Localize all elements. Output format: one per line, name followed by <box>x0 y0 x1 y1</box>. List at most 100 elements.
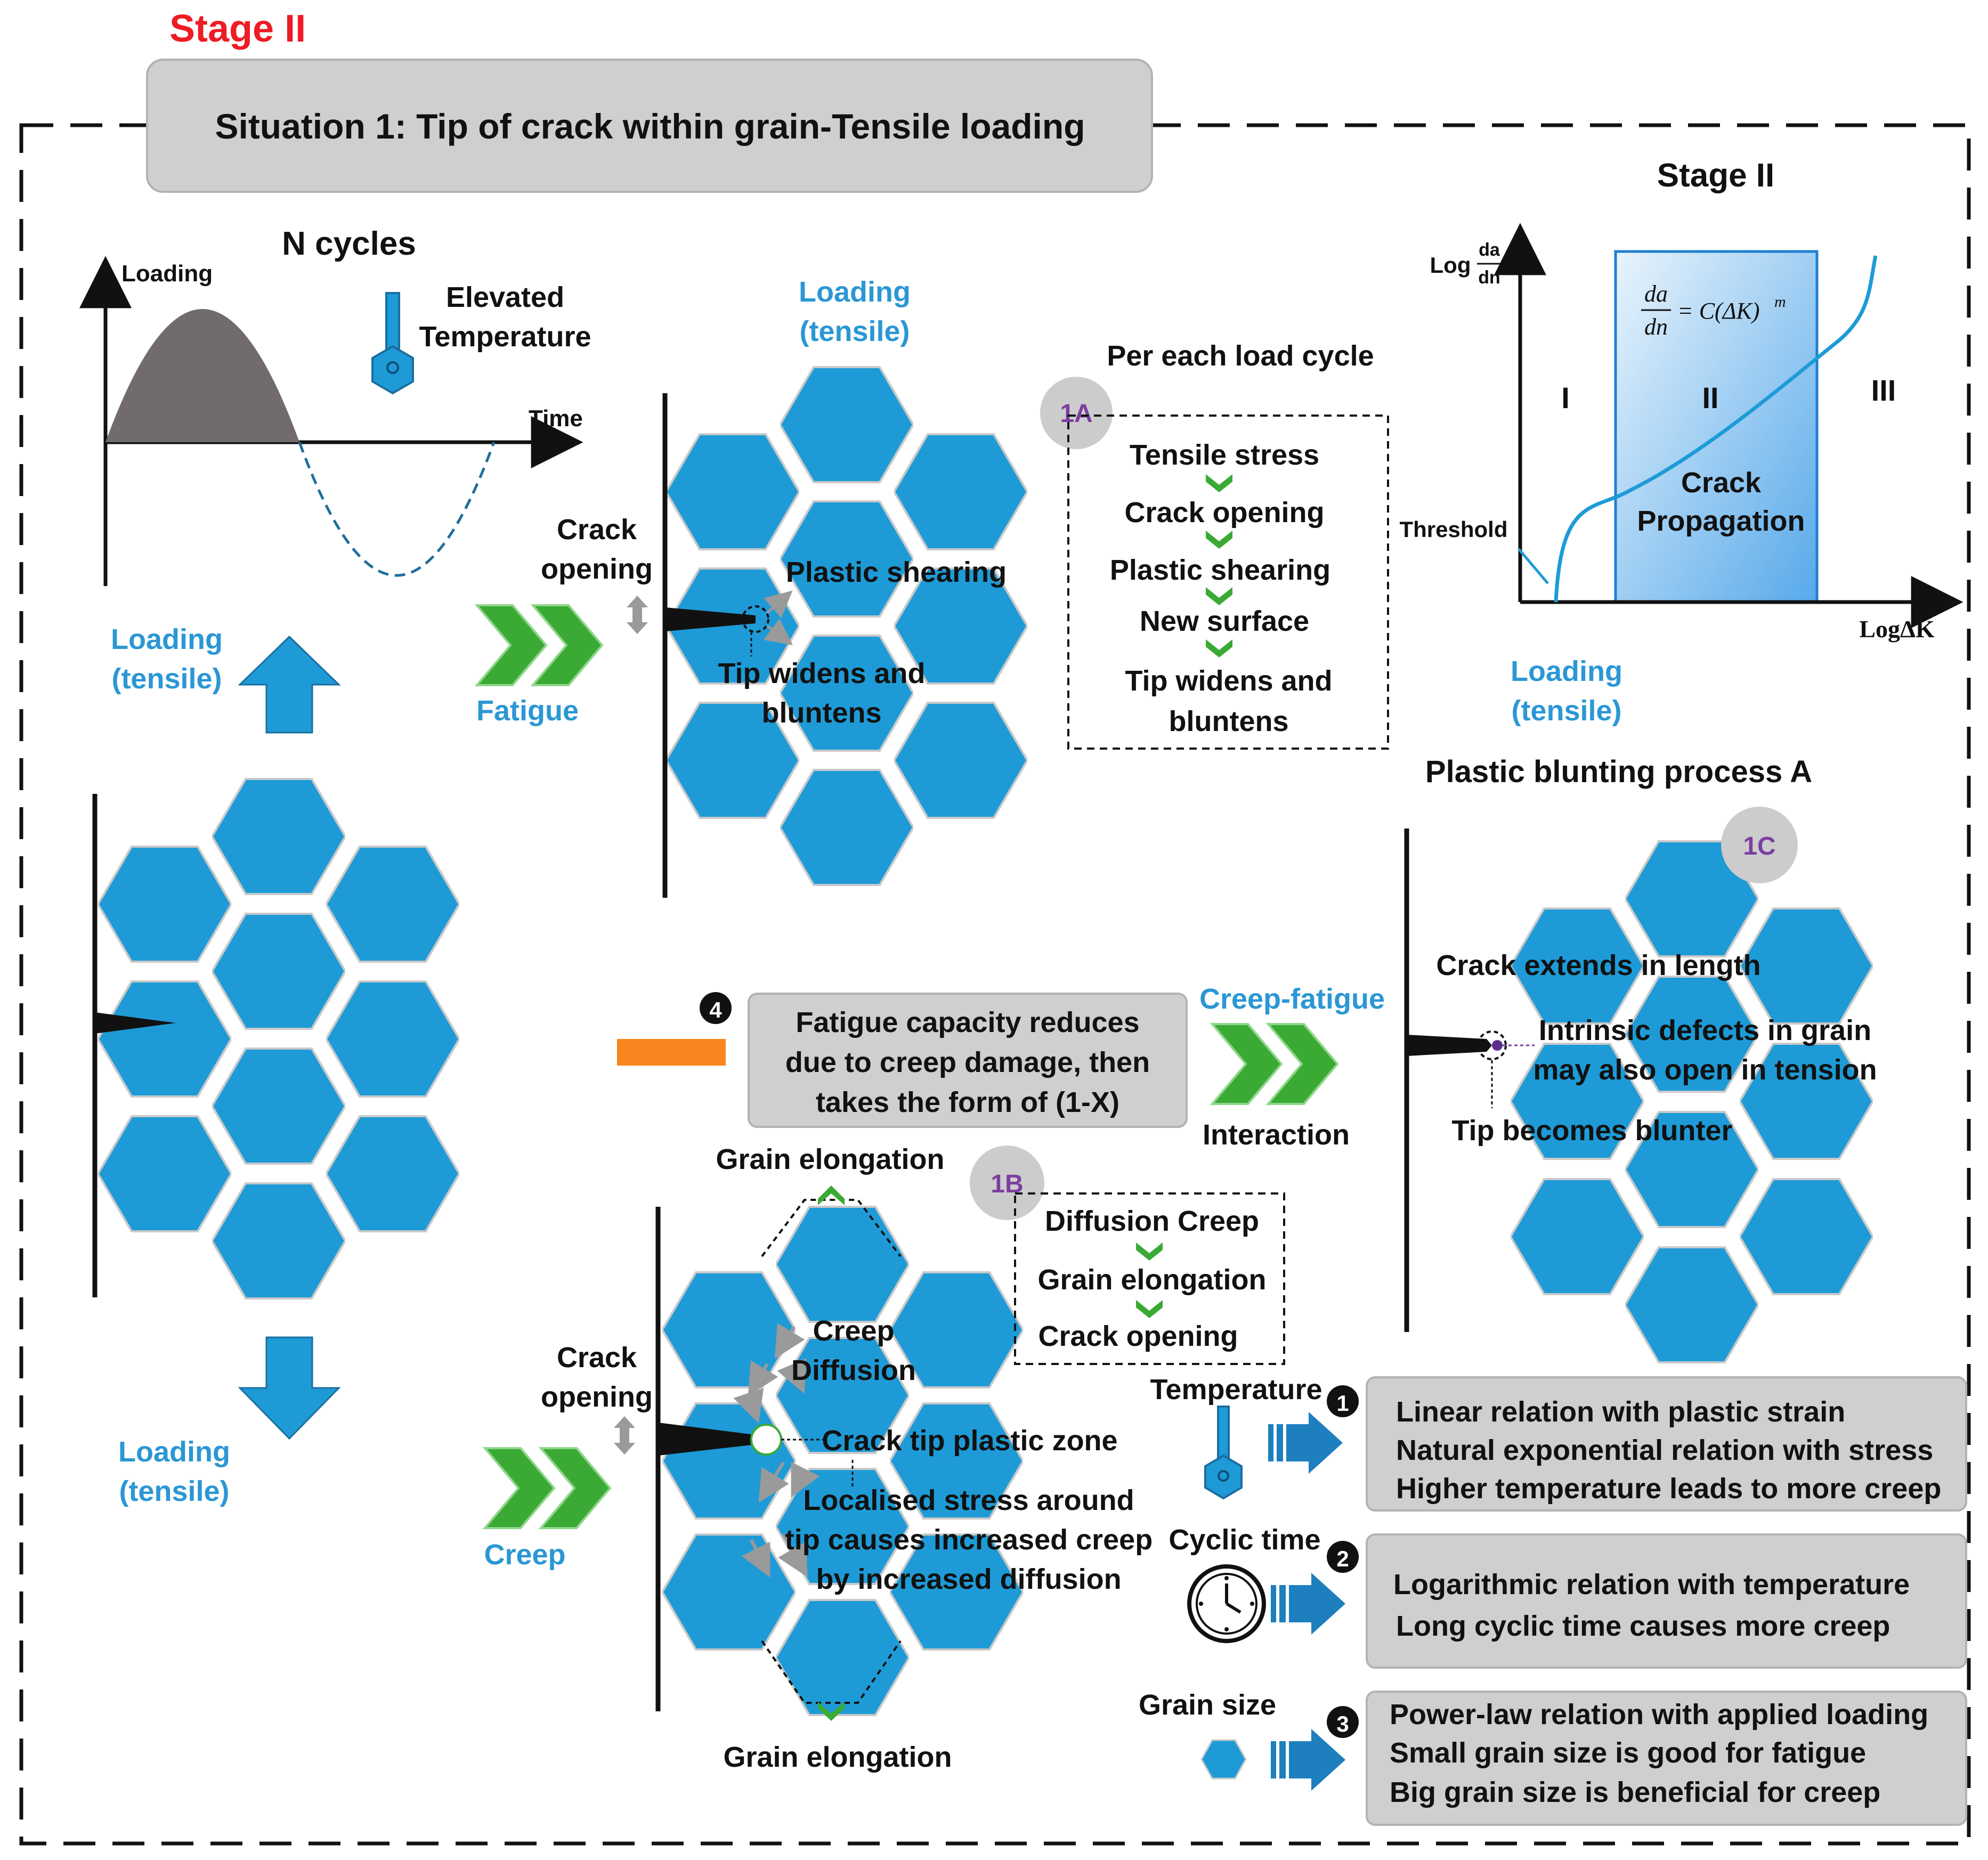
factor-badge-2 <box>1327 1541 1359 1573</box>
badge-4 <box>700 992 732 1024</box>
chart-ylabel-den: dn <box>1478 267 1500 288</box>
factor-grain-size-box <box>1366 1691 1967 1826</box>
situation-title-box <box>146 59 1153 193</box>
factor-grain-size-line: Big grain size is beneficial for creep <box>1390 1776 1880 1808</box>
interaction-box <box>748 993 1188 1128</box>
per-cycle-title: Per each load cycle <box>1107 340 1374 372</box>
creep-step: Grain elongation <box>1037 1264 1266 1296</box>
chart-ylabel-num: da <box>1479 240 1500 260</box>
crack-opening-top-2: opening <box>541 553 653 585</box>
arrow-down-icon <box>238 1336 341 1440</box>
factor-badge-1-label: 1 <box>1336 1391 1349 1416</box>
localised-stress-2: tip causes increased creep <box>785 1524 1153 1556</box>
threshold-label: Threshold <box>1399 517 1507 542</box>
tip-blunter-label: Tip becomes blunter <box>1451 1115 1732 1147</box>
interaction-chevron-icon <box>1210 1023 1339 1105</box>
badge-1c <box>1721 807 1798 883</box>
creep-fatigue-label: Creep-fatigue <box>1199 983 1385 1015</box>
loading-down-sub-label: (tensile) <box>119 1475 229 1507</box>
badge-1a-label: 1A <box>1060 400 1092 428</box>
factor-badge-3-label: 3 <box>1336 1711 1349 1736</box>
creep-label: Creep <box>484 1539 565 1571</box>
fatigue-chevron-icon <box>474 604 604 686</box>
chart-xlabel: LogΔK <box>1859 615 1935 643</box>
fatigue-step: Plastic shearing <box>1110 554 1330 586</box>
tip-bluntens-label: bluntens <box>762 697 882 729</box>
defects-open-label: may also open in tension <box>1533 1054 1877 1086</box>
interaction-text-1: Fatigue capacity reduces <box>796 1006 1139 1038</box>
formula-den: dn <box>1644 314 1668 340</box>
minus-sign-icon <box>617 1039 726 1066</box>
factor-grain-size-label: Grain size <box>1139 1689 1276 1721</box>
fatigue-loading-label: Loading <box>799 276 911 308</box>
blunting-title: Plastic blunting process A <box>1425 754 1812 789</box>
creep-crack <box>658 1423 751 1456</box>
shear-arrow-icon <box>764 590 793 619</box>
interaction-text-2: due to creep damage, then <box>785 1046 1150 1078</box>
plastic-shearing-label: Plastic shearing <box>786 556 1007 588</box>
creep-chevron-icon <box>482 1447 612 1529</box>
crack-growth-chart <box>1494 223 1963 628</box>
crack-opening-top-1: Crack <box>557 514 637 546</box>
formula-rhs: = C(ΔK) <box>1677 298 1760 324</box>
factor-badge-1 <box>1327 1385 1359 1417</box>
grain-elongation-top: Grain elongation <box>716 1143 944 1175</box>
badge-1c-label: 1C <box>1743 832 1775 860</box>
stage-label: Stage II <box>169 7 306 50</box>
factor-grain-size-line: Power-law relation with applied loading <box>1390 1699 1928 1731</box>
elongation-outline-top <box>761 1199 902 1257</box>
region-i-label: I <box>1561 381 1570 415</box>
clock-icon <box>1187 1564 1266 1643</box>
crack-opening-bottom-2: opening <box>541 1381 653 1413</box>
localised-stress-3: by increased diffusion <box>816 1563 1121 1595</box>
loading-up-sub-label: (tensile) <box>111 663 222 695</box>
elongation-down-chevron-icon <box>818 1702 845 1721</box>
creep-step-chevron-icons <box>1136 1242 1163 1318</box>
elongation-outline-bottom <box>761 1640 902 1704</box>
shear-arrow-icon <box>764 619 793 645</box>
creep-step: Diffusion Creep <box>1045 1205 1259 1237</box>
thermometer-icon <box>1204 1406 1243 1500</box>
creep-step: Crack opening <box>1038 1320 1238 1352</box>
situation-frame <box>19 123 1971 1846</box>
intrinsic-defect <box>1492 1040 1503 1051</box>
thermometer-icon <box>371 292 414 395</box>
formula-exponent: m <box>1774 293 1786 311</box>
loading-half-cycle <box>106 309 299 442</box>
plastic-zone-circle <box>750 1424 782 1456</box>
factor-cyclic-time-line: Logarithmic relation with temperature <box>1393 1569 1910 1601</box>
factor-temperature-line: Higher temperature leads to more creep <box>1396 1473 1941 1505</box>
tip-widens-label: Tip widens and <box>718 657 925 689</box>
loading-up-label: Loading <box>111 623 223 655</box>
factor-badge-3 <box>1327 1706 1359 1738</box>
arrow-up-icon <box>238 635 341 734</box>
interaction-label: Interaction <box>1203 1119 1350 1151</box>
fatigue-step: bluntens <box>1169 705 1289 737</box>
formula-num: da <box>1644 281 1668 307</box>
factor-arrow-icon <box>1271 1729 1345 1791</box>
crack-opening-arrow-icon <box>614 1416 635 1455</box>
band-text-propagation: Propagation <box>1637 505 1805 537</box>
grain-elongation-bottom: Grain elongation <box>723 1741 952 1773</box>
fatigue-label: Fatigue <box>476 695 579 727</box>
crack-opening-bottom-1: Crack <box>557 1342 637 1374</box>
factor-temperature-line: Linear relation with plastic strain <box>1396 1396 1845 1428</box>
hexagon-icon <box>1200 1739 1247 1780</box>
intrinsic-defects-label: Intrinsic defects in grain <box>1539 1014 1871 1046</box>
region-iii-label: III <box>1871 373 1896 407</box>
factor-cyclic-time-box <box>1366 1533 1967 1669</box>
factor-cyclic-time-line: Long cyclic time causes more creep <box>1396 1610 1890 1642</box>
chart-loading-label: Loading <box>1511 655 1622 687</box>
factor-arrow-icon <box>1271 1573 1345 1635</box>
region-ii-label: II <box>1702 381 1718 415</box>
plastic-zone-label: Crack tip plastic zone <box>822 1425 1117 1457</box>
loading-waveform: Loading Time <box>79 256 583 586</box>
initial-crack <box>95 1012 176 1034</box>
situation-title: Situation 1: Tip of crack within grain-T… <box>215 107 1085 146</box>
fatigue-step: New surface <box>1140 605 1309 637</box>
threshold-pointer <box>1518 548 1549 584</box>
blunted-crack <box>1407 1035 1492 1056</box>
badge-1b <box>970 1146 1044 1220</box>
chart-ylabel-prefix: Log <box>1430 253 1471 278</box>
